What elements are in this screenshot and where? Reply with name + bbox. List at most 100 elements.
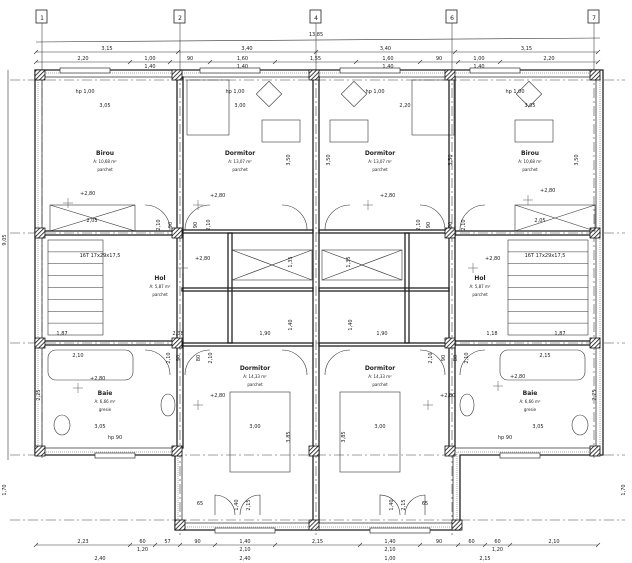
door-swing <box>324 204 351 231</box>
annotation: 2,05 <box>86 218 97 224</box>
structural-column <box>589 445 601 457</box>
door-swing <box>281 349 308 376</box>
annotation: 2,10 <box>206 219 212 230</box>
door-swing <box>239 494 261 516</box>
dimension-bottom-2: 1,00 <box>384 556 395 562</box>
dimension-tick <box>455 542 461 548</box>
dimension-tick <box>33 49 39 55</box>
axis-bubble <box>445 9 458 24</box>
room-floor: parchet <box>472 292 488 297</box>
door-swing <box>419 349 446 376</box>
chair <box>340 80 368 108</box>
annotation: 3,00 <box>234 103 245 109</box>
axis-bubble <box>173 9 186 24</box>
annotation: 90 <box>448 222 454 228</box>
room-floor: gresie <box>99 407 112 412</box>
dimension-tick <box>127 59 133 65</box>
room-area: A: 5,87 m² <box>150 284 171 289</box>
door-swing <box>214 494 236 516</box>
dimension-bottom-sub: 1,20 <box>492 547 503 553</box>
door-swing <box>184 349 211 376</box>
annotation: 2,10 <box>461 219 467 230</box>
annotation: 1,35 <box>346 256 352 267</box>
light-fixture-icon <box>523 195 533 205</box>
annotation: 2,15 <box>539 353 550 359</box>
wardrobe-cross <box>49 204 136 232</box>
annotation: 2,10 <box>208 352 214 363</box>
wardrobe <box>49 204 136 232</box>
dimension-tick <box>272 59 278 65</box>
annotation: 2,10 <box>428 352 434 363</box>
room-level: +2,80 <box>90 376 105 382</box>
room-name: Dormitor <box>365 150 395 157</box>
window <box>199 67 261 74</box>
door-swing <box>144 349 171 376</box>
annotation: 3,05 <box>94 424 105 430</box>
annotation: hp 1,00 <box>75 89 94 95</box>
room-floor: parchet <box>232 167 248 172</box>
room-name: Dormitor <box>365 365 395 372</box>
axis-label: 7 <box>592 15 596 22</box>
annotation: hp 1,00 <box>505 89 524 95</box>
annotation: 2,10 <box>166 352 172 363</box>
room-name: Dormitor <box>240 365 270 372</box>
partition-wall <box>318 287 450 292</box>
dimension-top-detail: 2,20 <box>77 56 88 62</box>
partition-wall <box>227 232 233 344</box>
dimension-top-detail: 1,00 <box>144 56 155 62</box>
annotation: 2,38 <box>172 331 183 337</box>
dimension-top-detail-sub: 1,40 <box>473 64 484 70</box>
bed <box>339 391 401 473</box>
partition-wall <box>181 342 314 347</box>
annotation: 65 <box>197 501 203 507</box>
annotation: 1,87 <box>554 331 565 337</box>
window <box>469 67 521 74</box>
partition-wall <box>181 287 314 292</box>
partition-wall <box>404 232 410 344</box>
room-name: Dormitor <box>225 150 255 157</box>
dimension-bottom: 2,10 <box>548 539 559 545</box>
annotation: hp 1,00 <box>225 89 244 95</box>
dimension-top-detail: 90 <box>436 56 442 62</box>
room-area: A: 5,87 m² <box>470 284 491 289</box>
bed <box>411 79 455 136</box>
window <box>339 67 401 74</box>
room-area: A: 10,68 m² <box>518 159 542 164</box>
dimension-tick <box>452 49 458 55</box>
annotation: 90 <box>441 355 447 361</box>
room-name: Birou <box>96 150 114 157</box>
dimension-tick <box>595 49 601 55</box>
axis-bubble <box>587 9 600 24</box>
dimension-top-detail-sub: 1,40 <box>237 64 248 70</box>
structural-column <box>444 69 456 81</box>
light-fixture-icon <box>63 198 73 208</box>
annotation: 2,20 <box>399 103 410 109</box>
room-area: A: 13,07 m² <box>368 159 392 164</box>
light-fixture-icon <box>193 200 203 210</box>
structural-column <box>34 69 46 81</box>
room-area: A: 14,33 m² <box>368 374 392 379</box>
annotation: 3,85 <box>341 431 347 442</box>
room-level: +2,80 <box>210 393 225 399</box>
annotation: 3,05 <box>532 424 543 430</box>
dimension-tick <box>507 542 513 548</box>
axis-bubble <box>309 9 322 24</box>
annotation: 3,05 <box>99 103 110 109</box>
wardrobe <box>321 249 403 281</box>
dimension-tick <box>272 542 278 548</box>
annotation: 2,10 <box>156 219 162 230</box>
light-fixture-icon <box>468 263 478 273</box>
annotation: 3,00 <box>374 424 385 430</box>
chair <box>515 80 543 108</box>
dimension-bottom: 60 <box>468 539 474 545</box>
room-level: +2,80 <box>210 193 225 199</box>
door-swing <box>459 349 486 376</box>
structural-column <box>444 337 456 349</box>
